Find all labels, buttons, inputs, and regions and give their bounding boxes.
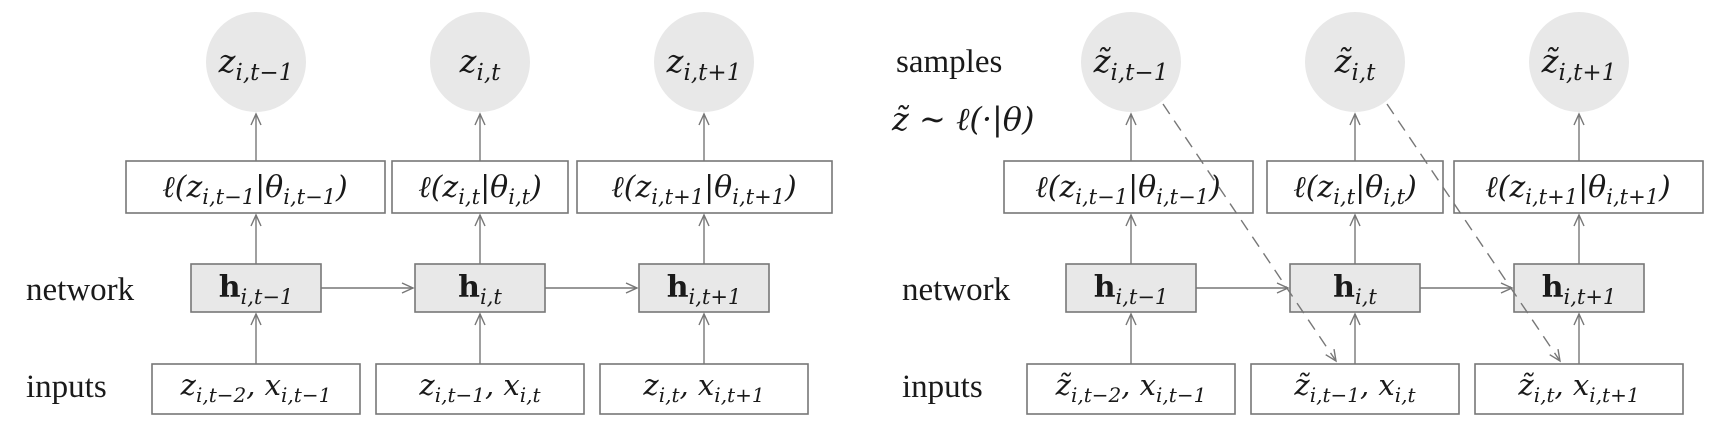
left-hidden-label-2: hi,t xyxy=(458,270,502,309)
right-hidden-label-3: hi,t+1 xyxy=(1542,270,1617,309)
left-likelihood-label-1: ℓ(zi,t−1|θi,t−1) xyxy=(162,170,348,209)
right-dashed-feedback-arrow-2 xyxy=(1386,103,1561,363)
left-output-label-3: zi,t+1 xyxy=(666,42,742,86)
left-output-label-1: zi,t−1 xyxy=(218,42,294,86)
right-sample-label-1: z̃i,t−1 xyxy=(1093,42,1169,86)
right-input-label-2: z̃i,t−1, xi,t xyxy=(1293,368,1416,407)
right-hidden-box-3 xyxy=(1513,263,1645,313)
left-hidden-box-3 xyxy=(638,263,770,313)
right-input-label-1: z̃i,t−2, xi,t−1 xyxy=(1055,368,1207,407)
left-output-node-3 xyxy=(654,12,754,112)
right-likelihood-box-3 xyxy=(1453,160,1704,214)
left-input-box-2 xyxy=(375,363,585,415)
right-input-box-3 xyxy=(1474,363,1684,415)
left-input-box-1 xyxy=(151,363,361,415)
right-likelihood-label-2: ℓ(zi,t|θi,t) xyxy=(1293,170,1417,209)
left-input-box-3 xyxy=(599,363,809,415)
left-likelihood-box-2 xyxy=(391,160,569,214)
right-hidden-label-2: hi,t xyxy=(1333,270,1377,309)
left-hidden-label-3: hi,t+1 xyxy=(667,270,742,309)
right-sample-node-2 xyxy=(1305,12,1405,112)
right-likelihood-box-1 xyxy=(1003,160,1254,214)
left-likelihood-box-3 xyxy=(576,160,833,214)
left-hidden-box-2 xyxy=(414,263,546,313)
right-input-box-2 xyxy=(1250,363,1460,415)
left-likelihood-label-3: ℓ(zi,t+1|θi,t+1) xyxy=(611,170,797,209)
left-inputs-label: inputs xyxy=(26,369,107,405)
left-network-label: network xyxy=(26,272,135,308)
right-sample-label-3: z̃i,t+1 xyxy=(1541,42,1617,86)
right-inputs-label: inputs xyxy=(902,369,983,405)
left-diagram: network inputs zi,t−1 zi,t zi,t+1 ℓ(zi,t… xyxy=(26,12,833,415)
right-sample-node-1 xyxy=(1081,12,1181,112)
right-sample-node-3 xyxy=(1529,12,1629,112)
left-hidden-label-1: hi,t−1 xyxy=(219,270,294,309)
right-hidden-box-2 xyxy=(1289,263,1421,313)
right-sampling-label: z̃ ∼ ℓ(·|θ) xyxy=(891,100,1035,138)
left-output-label-2: zi,t xyxy=(459,42,502,86)
right-hidden-label-1: hi,t−1 xyxy=(1094,270,1169,309)
right-sample-label-2: z̃i,t xyxy=(1334,42,1377,86)
right-samples-label: samples xyxy=(896,44,1002,80)
right-input-label-3: z̃i,t, xi,t+1 xyxy=(1517,368,1639,407)
left-output-node-1 xyxy=(206,12,306,112)
left-hidden-box-1 xyxy=(190,263,322,313)
left-output-node-2 xyxy=(430,12,530,112)
right-diagram: samples z̃ ∼ ℓ(·|θ) network inputs z̃i,t… xyxy=(891,12,1704,415)
right-network-label: network xyxy=(902,272,1011,308)
right-dashed-feedback-arrow-1 xyxy=(1162,103,1337,363)
